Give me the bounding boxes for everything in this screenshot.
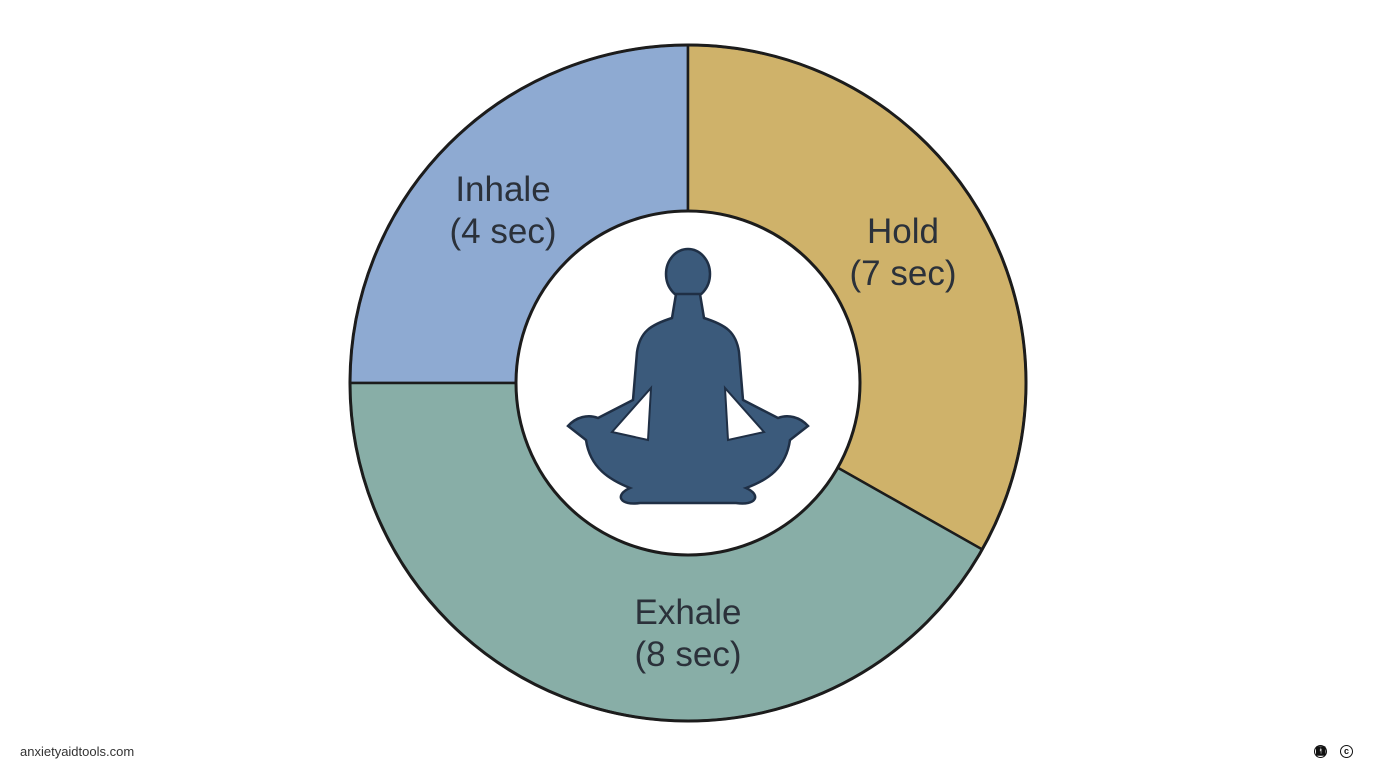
- exhale-duration: (8 sec): [634, 635, 742, 674]
- hold-label: Hold (7 sec): [850, 211, 957, 295]
- hold-duration: (7 sec): [849, 254, 957, 293]
- meditation-figure-icon: [566, 247, 810, 505]
- exhale-title: Exhale: [634, 593, 742, 632]
- outer-ring: [348, 43, 1028, 723]
- exhale-label: Exhale (8 sec): [634, 592, 741, 676]
- inhale-label: Inhale (4 sec): [450, 169, 557, 253]
- hold-title: Hold: [867, 212, 939, 251]
- inhale-duration: (4 sec): [449, 212, 557, 251]
- site-credit[interactable]: anxietyaidtools.com: [20, 744, 135, 759]
- attribution-icon: 🚹︎: [1314, 745, 1327, 758]
- copyright-icon: c: [1340, 745, 1353, 758]
- inhale-title: Inhale: [455, 170, 551, 209]
